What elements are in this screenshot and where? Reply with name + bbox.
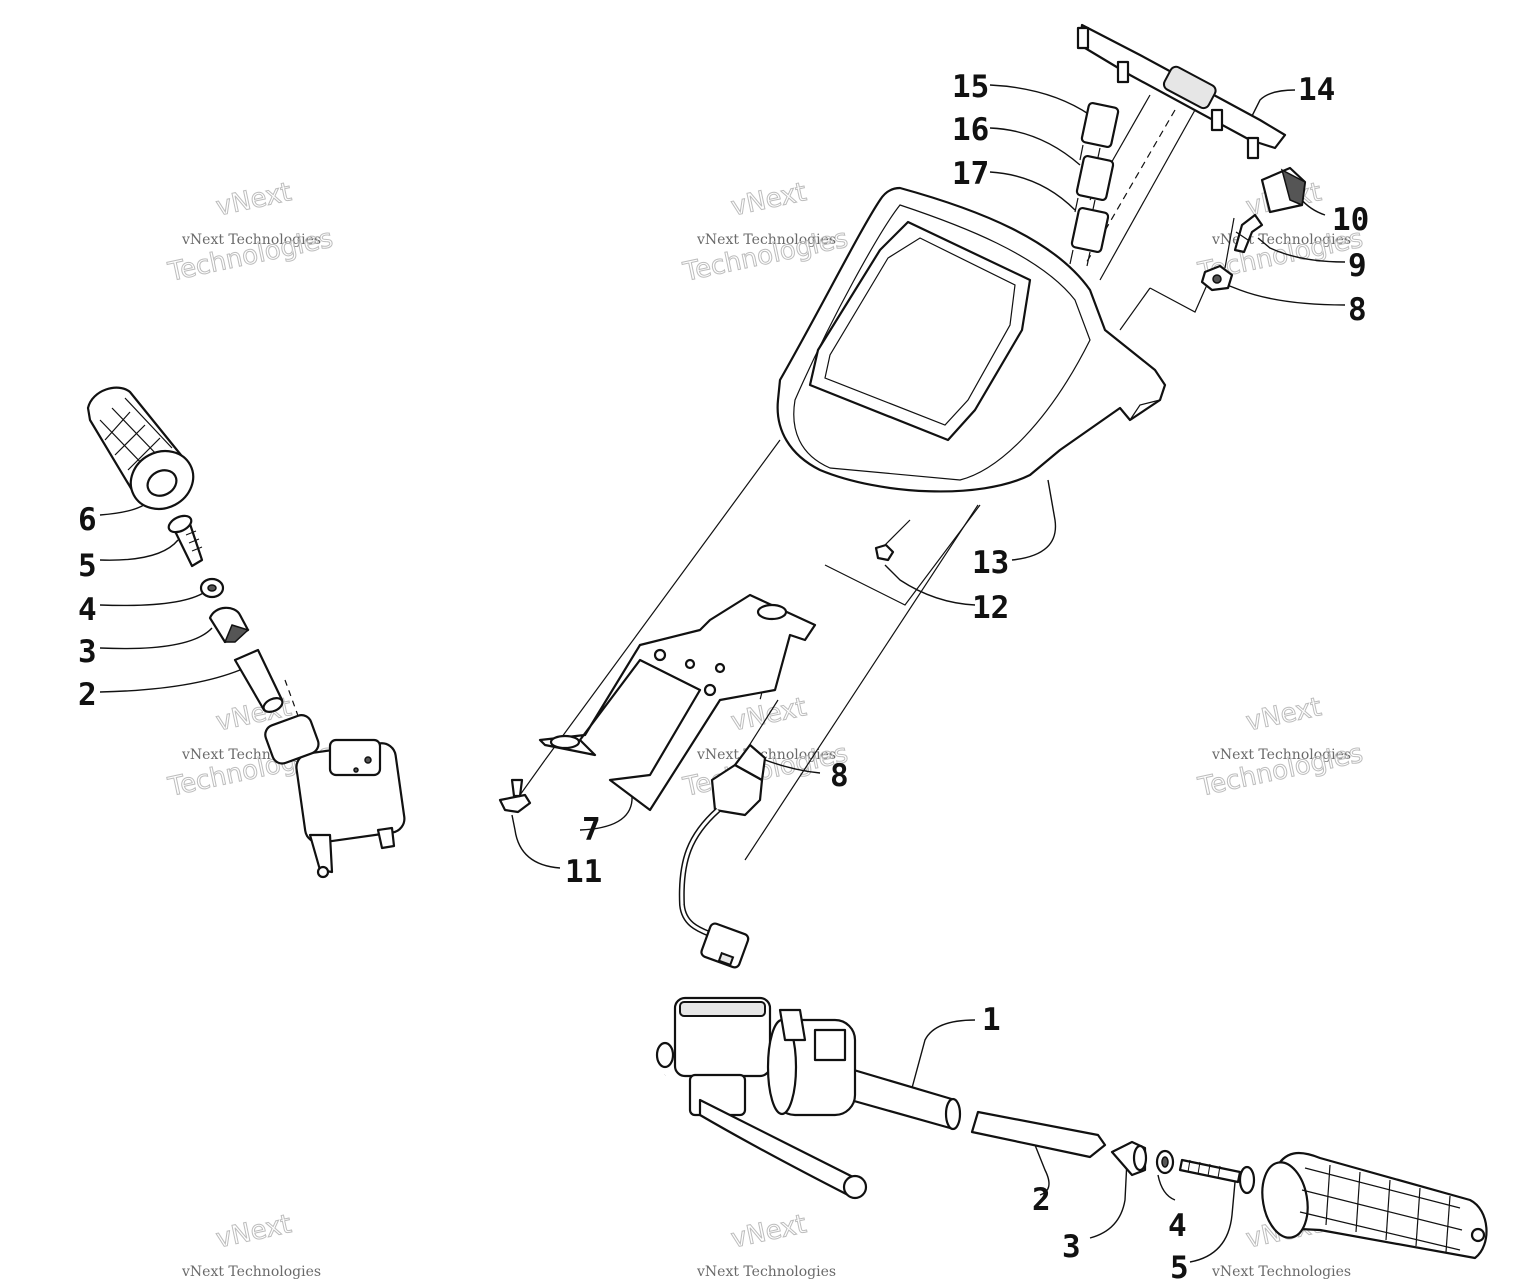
callout-17: 17 — [952, 156, 989, 192]
washer-part-4-left — [199, 577, 225, 599]
instrument-pod-part-13 — [776, 186, 1167, 493]
callout-13: 13 — [972, 545, 1009, 581]
callout-3: 3 — [1062, 1229, 1081, 1265]
callout-8: 8 — [1348, 292, 1367, 328]
callout-9: 9 — [1348, 248, 1367, 284]
watermark: vNext vNext Technologies Technologies — [1195, 692, 1367, 804]
handlebar-part-1 — [318, 833, 962, 1177]
indicator-light-16 — [1074, 154, 1115, 215]
callout-8: 8 — [830, 758, 849, 794]
callout-12: 12 — [972, 590, 1009, 626]
callout-14: 14 — [1298, 72, 1335, 108]
watermark-text: vNext Technologies — [181, 232, 321, 248]
watermark-brand: vNext — [728, 177, 809, 222]
callout-1: 1 — [982, 1002, 1001, 1038]
grip-part-6-left — [86, 386, 195, 511]
callout-16: 16 — [952, 112, 989, 148]
right-control-assembly — [655, 996, 868, 1200]
key-part-9 — [1233, 213, 1264, 254]
screw-part-5-right — [1178, 1158, 1256, 1195]
callout-5: 5 — [1170, 1250, 1189, 1280]
left-grip-parts — [86, 386, 284, 713]
push-rivet-part-11 — [498, 778, 532, 814]
callout-labels: 1 2 2 3 3 4 4 5 5 6 7 8 8 9 10 11 12 13 … — [78, 69, 1369, 1280]
mount-bracket-part-7 — [538, 593, 817, 812]
washer-part-4-right — [1155, 1149, 1175, 1175]
screw-part-5-left — [167, 514, 204, 568]
callout-15: 15 — [952, 69, 989, 105]
callout-4: 4 — [1168, 1208, 1187, 1244]
end-cap-part-3-left — [208, 606, 250, 644]
clip-part-12 — [874, 543, 895, 562]
watermark-text: vNext Technologies — [1211, 747, 1351, 763]
watermark-brand: vNext — [728, 1209, 809, 1254]
watermark: vNext vNext Technologies Technologies — [680, 177, 852, 289]
callout-2: 2 — [1032, 1182, 1051, 1218]
leader-lines — [99, 84, 1346, 1263]
watermark-text: vNext Technologies — [1211, 1264, 1351, 1280]
ignition-key-parts — [1200, 166, 1307, 292]
callout-2: 2 — [78, 677, 97, 713]
indicator-lights — [1069, 101, 1120, 267]
insert-part-2-right — [970, 1110, 1107, 1159]
watermark: vNext vNext Technologies Technologies — [165, 177, 337, 289]
left-throttle-housing — [264, 714, 406, 879]
key-cap-part-10 — [1260, 166, 1307, 214]
nut-part-8-top — [1200, 264, 1234, 292]
watermark-group: vNext vNext Technologies Technologies vN… — [165, 177, 1367, 1280]
callout-5: 5 — [78, 548, 97, 584]
watermark: vNext vNext Technologies — [181, 1209, 321, 1280]
watermark-text: vNext Technologies — [181, 1264, 321, 1280]
top-cover-part-14 — [1076, 23, 1287, 160]
grip-part-6-right — [1261, 1151, 1488, 1260]
watermark-brand: vNext — [1243, 692, 1324, 737]
callout-10: 10 — [1332, 202, 1369, 238]
watermark-brand: vNext — [213, 1209, 294, 1254]
indicator-light-17 — [1069, 206, 1110, 267]
watermark: vNext vNext Technologies — [696, 1209, 836, 1280]
insert-part-2-left — [233, 648, 284, 713]
ignition-switch-part-8 — [678, 743, 767, 969]
callout-6: 6 — [78, 502, 97, 538]
callout-7: 7 — [582, 812, 601, 848]
callout-3: 3 — [78, 634, 97, 670]
right-grip-parts — [970, 1110, 1488, 1260]
end-cap-part-3-right — [1110, 1140, 1148, 1177]
indicator-light-15 — [1079, 101, 1120, 163]
callout-4: 4 — [78, 592, 97, 628]
watermark-text: vNext Technologies — [696, 232, 836, 248]
callout-11: 11 — [565, 854, 602, 890]
watermark-text: vNext Technologies — [696, 1264, 836, 1280]
watermark-text: vNext Technologies — [696, 747, 836, 763]
watermark-brand: vNext — [213, 177, 294, 222]
